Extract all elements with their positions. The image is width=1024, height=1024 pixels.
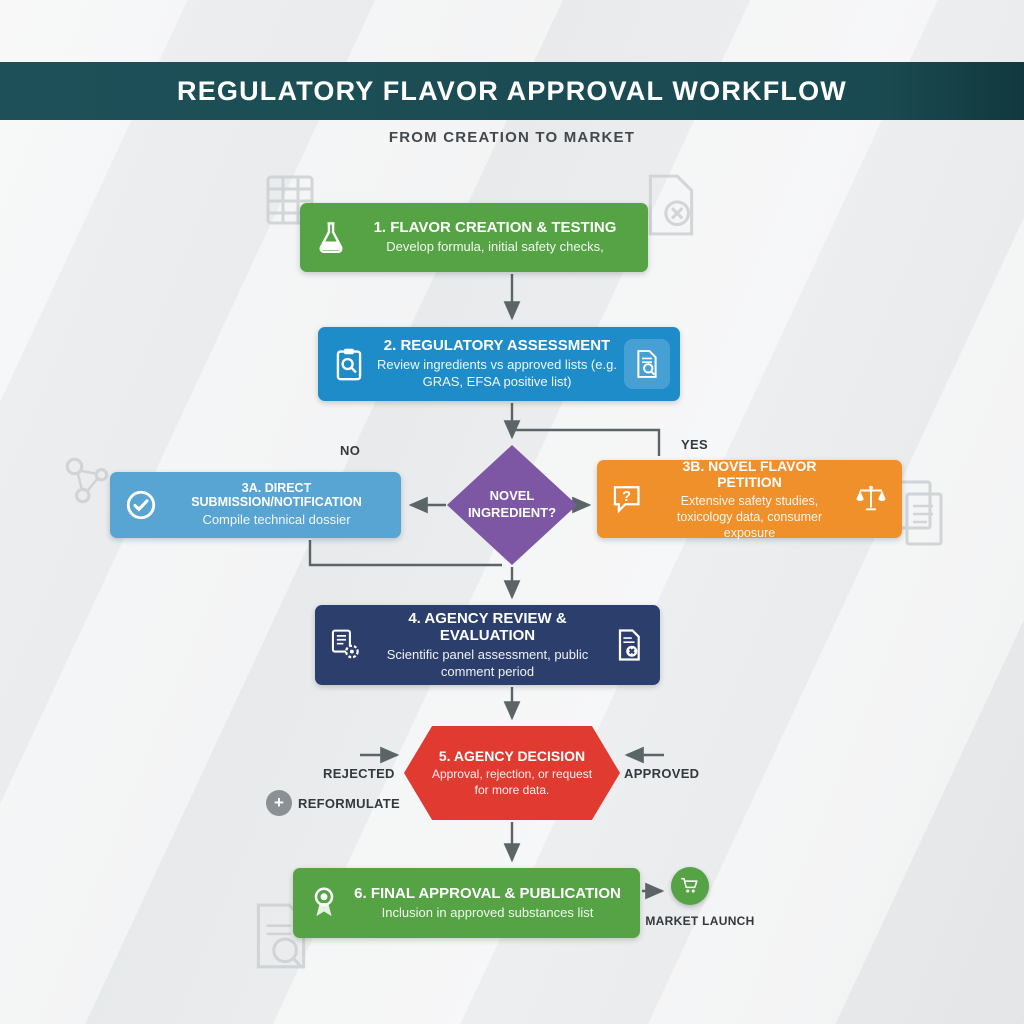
step4-desc: Scientific panel assessment, public comm… [386, 646, 589, 679]
step4-title: 4. AGENCY REVIEW & EVALUATION [408, 609, 567, 644]
step2-desc: Review ingredients vs approved lists (e.… [377, 357, 617, 389]
document-x-bg-icon [644, 172, 698, 243]
step3b-title: 3B. NOVEL FLAVOR PETITION [682, 457, 817, 490]
market-launch-label: MARKET LAUNCH [645, 914, 755, 928]
step3a-desc: Compile technical dossier [202, 512, 351, 528]
step3b-node: ? 3B. NOVEL FLAVOR PETITION Extensive sa… [597, 457, 902, 540]
reformulate-label: REFORMULATE [298, 796, 400, 811]
clipboard-search-icon [328, 346, 370, 382]
branch-yes-label: YES [681, 437, 708, 452]
check-circle-icon [120, 487, 162, 523]
step3a-node: 3A. DIRECT SUBMISSION/NOTIFICATION Compi… [110, 472, 401, 538]
step6-title: 6. FINAL APPROVAL & PUBLICATION [354, 884, 621, 902]
document-search-bg-icon [250, 901, 312, 980]
molecule-bg-icon [60, 452, 118, 515]
page-title: REGULATORY FLAVOR APPROVAL WORKFLOW [177, 75, 847, 106]
approved-label: APPROVED [624, 766, 700, 781]
rejected-label: REJECTED [323, 766, 395, 781]
cart-icon [671, 867, 709, 905]
step3a-title: 3A. DIRECT SUBMISSION/NOTIFICATION [191, 481, 362, 510]
step6-node: 6. FINAL APPROVAL & PUBLICATION Inclusio… [293, 868, 640, 938]
step2-title: 2. REGULATORY ASSESSMENT [383, 337, 611, 355]
decision-title: NOVEL INGREDIENT? [467, 488, 557, 520]
step1-node: 1. FLAVOR CREATION & TESTING Develop for… [300, 203, 648, 272]
flask-icon [310, 220, 352, 256]
step1-title: 1. FLAVOR CREATION & TESTING [373, 219, 617, 237]
question-bubble-icon: ? [607, 481, 649, 517]
documents-gear-icon [325, 627, 367, 663]
step1-desc: Develop formula, initial safety checks, [386, 239, 604, 255]
header-bar: REGULATORY FLAVOR APPROVAL WORKFLOW [0, 62, 1024, 120]
document-search-icon [624, 339, 670, 389]
page-subtitle: FROM CREATION TO MARKET [388, 129, 636, 146]
step5-decision-node: 5. AGENCY DECISION Approval, rejection, … [404, 726, 620, 820]
branch-no-label: NO [340, 443, 361, 458]
svg-text:?: ? [622, 489, 631, 505]
scales-icon [850, 481, 892, 517]
document-x-icon [608, 627, 650, 663]
step4-node: 4. AGENCY REVIEW & EVALUATION Scientific… [315, 605, 660, 685]
step5-desc: Approval, rejection, or request for more… [431, 767, 593, 797]
plus-glyph: + [274, 793, 284, 812]
step2-node: 2. REGULATORY ASSESSMENT Review ingredie… [318, 327, 680, 401]
award-ribbon-icon [303, 885, 345, 921]
reformulate-plus-icon: + [266, 790, 292, 816]
step5-title: 5. AGENCY DECISION [438, 748, 586, 765]
spreadsheet-bg-icon [266, 173, 314, 232]
step6-desc: Inclusion in approved substances list [381, 904, 594, 920]
step3b-desc: Extensive safety studies, toxicology dat… [676, 493, 823, 540]
